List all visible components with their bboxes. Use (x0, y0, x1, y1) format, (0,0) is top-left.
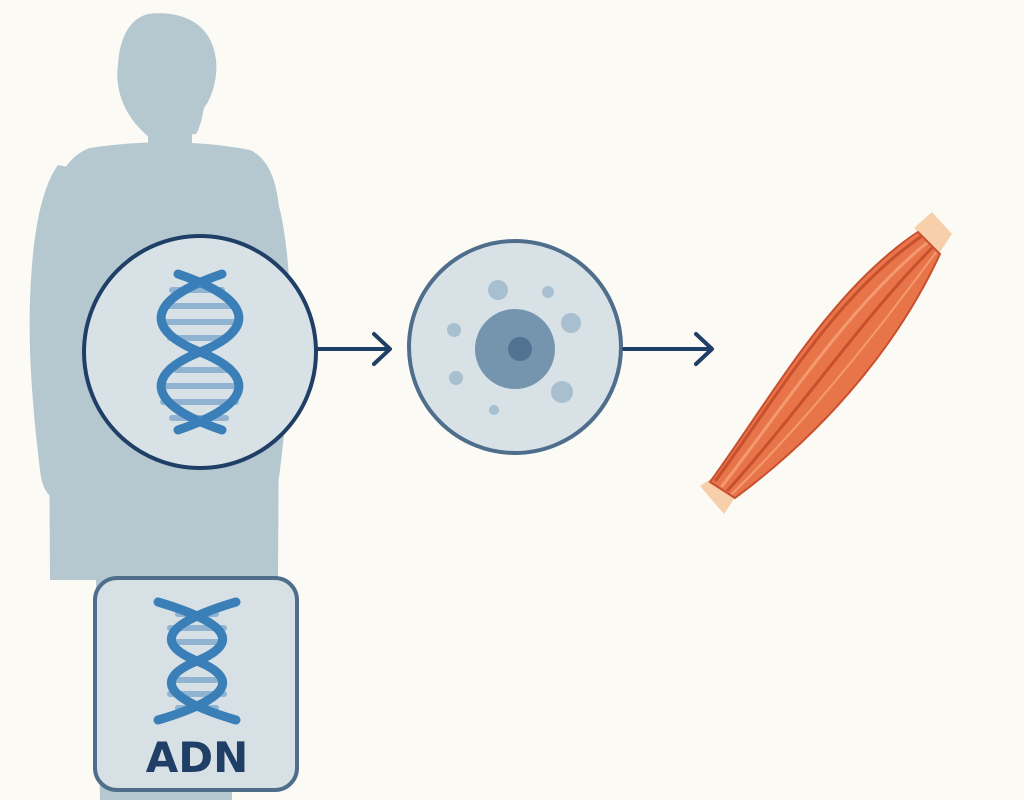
dna-helix-icon (153, 597, 241, 725)
cell-icon (407, 239, 623, 455)
adn-label: ADN (146, 733, 249, 782)
adn-card: ADN (93, 576, 299, 792)
muscle-tendon-top (914, 212, 952, 252)
muscle-tendon-bottom (700, 478, 736, 514)
dna-circle (82, 234, 318, 470)
cell-vesicles (447, 280, 581, 415)
cell-nucleolus (508, 337, 532, 361)
arrow-right-icon (622, 332, 714, 366)
dna-helix-icon (156, 269, 244, 435)
arrow-right-icon (316, 332, 392, 366)
muscle-icon (700, 212, 952, 514)
